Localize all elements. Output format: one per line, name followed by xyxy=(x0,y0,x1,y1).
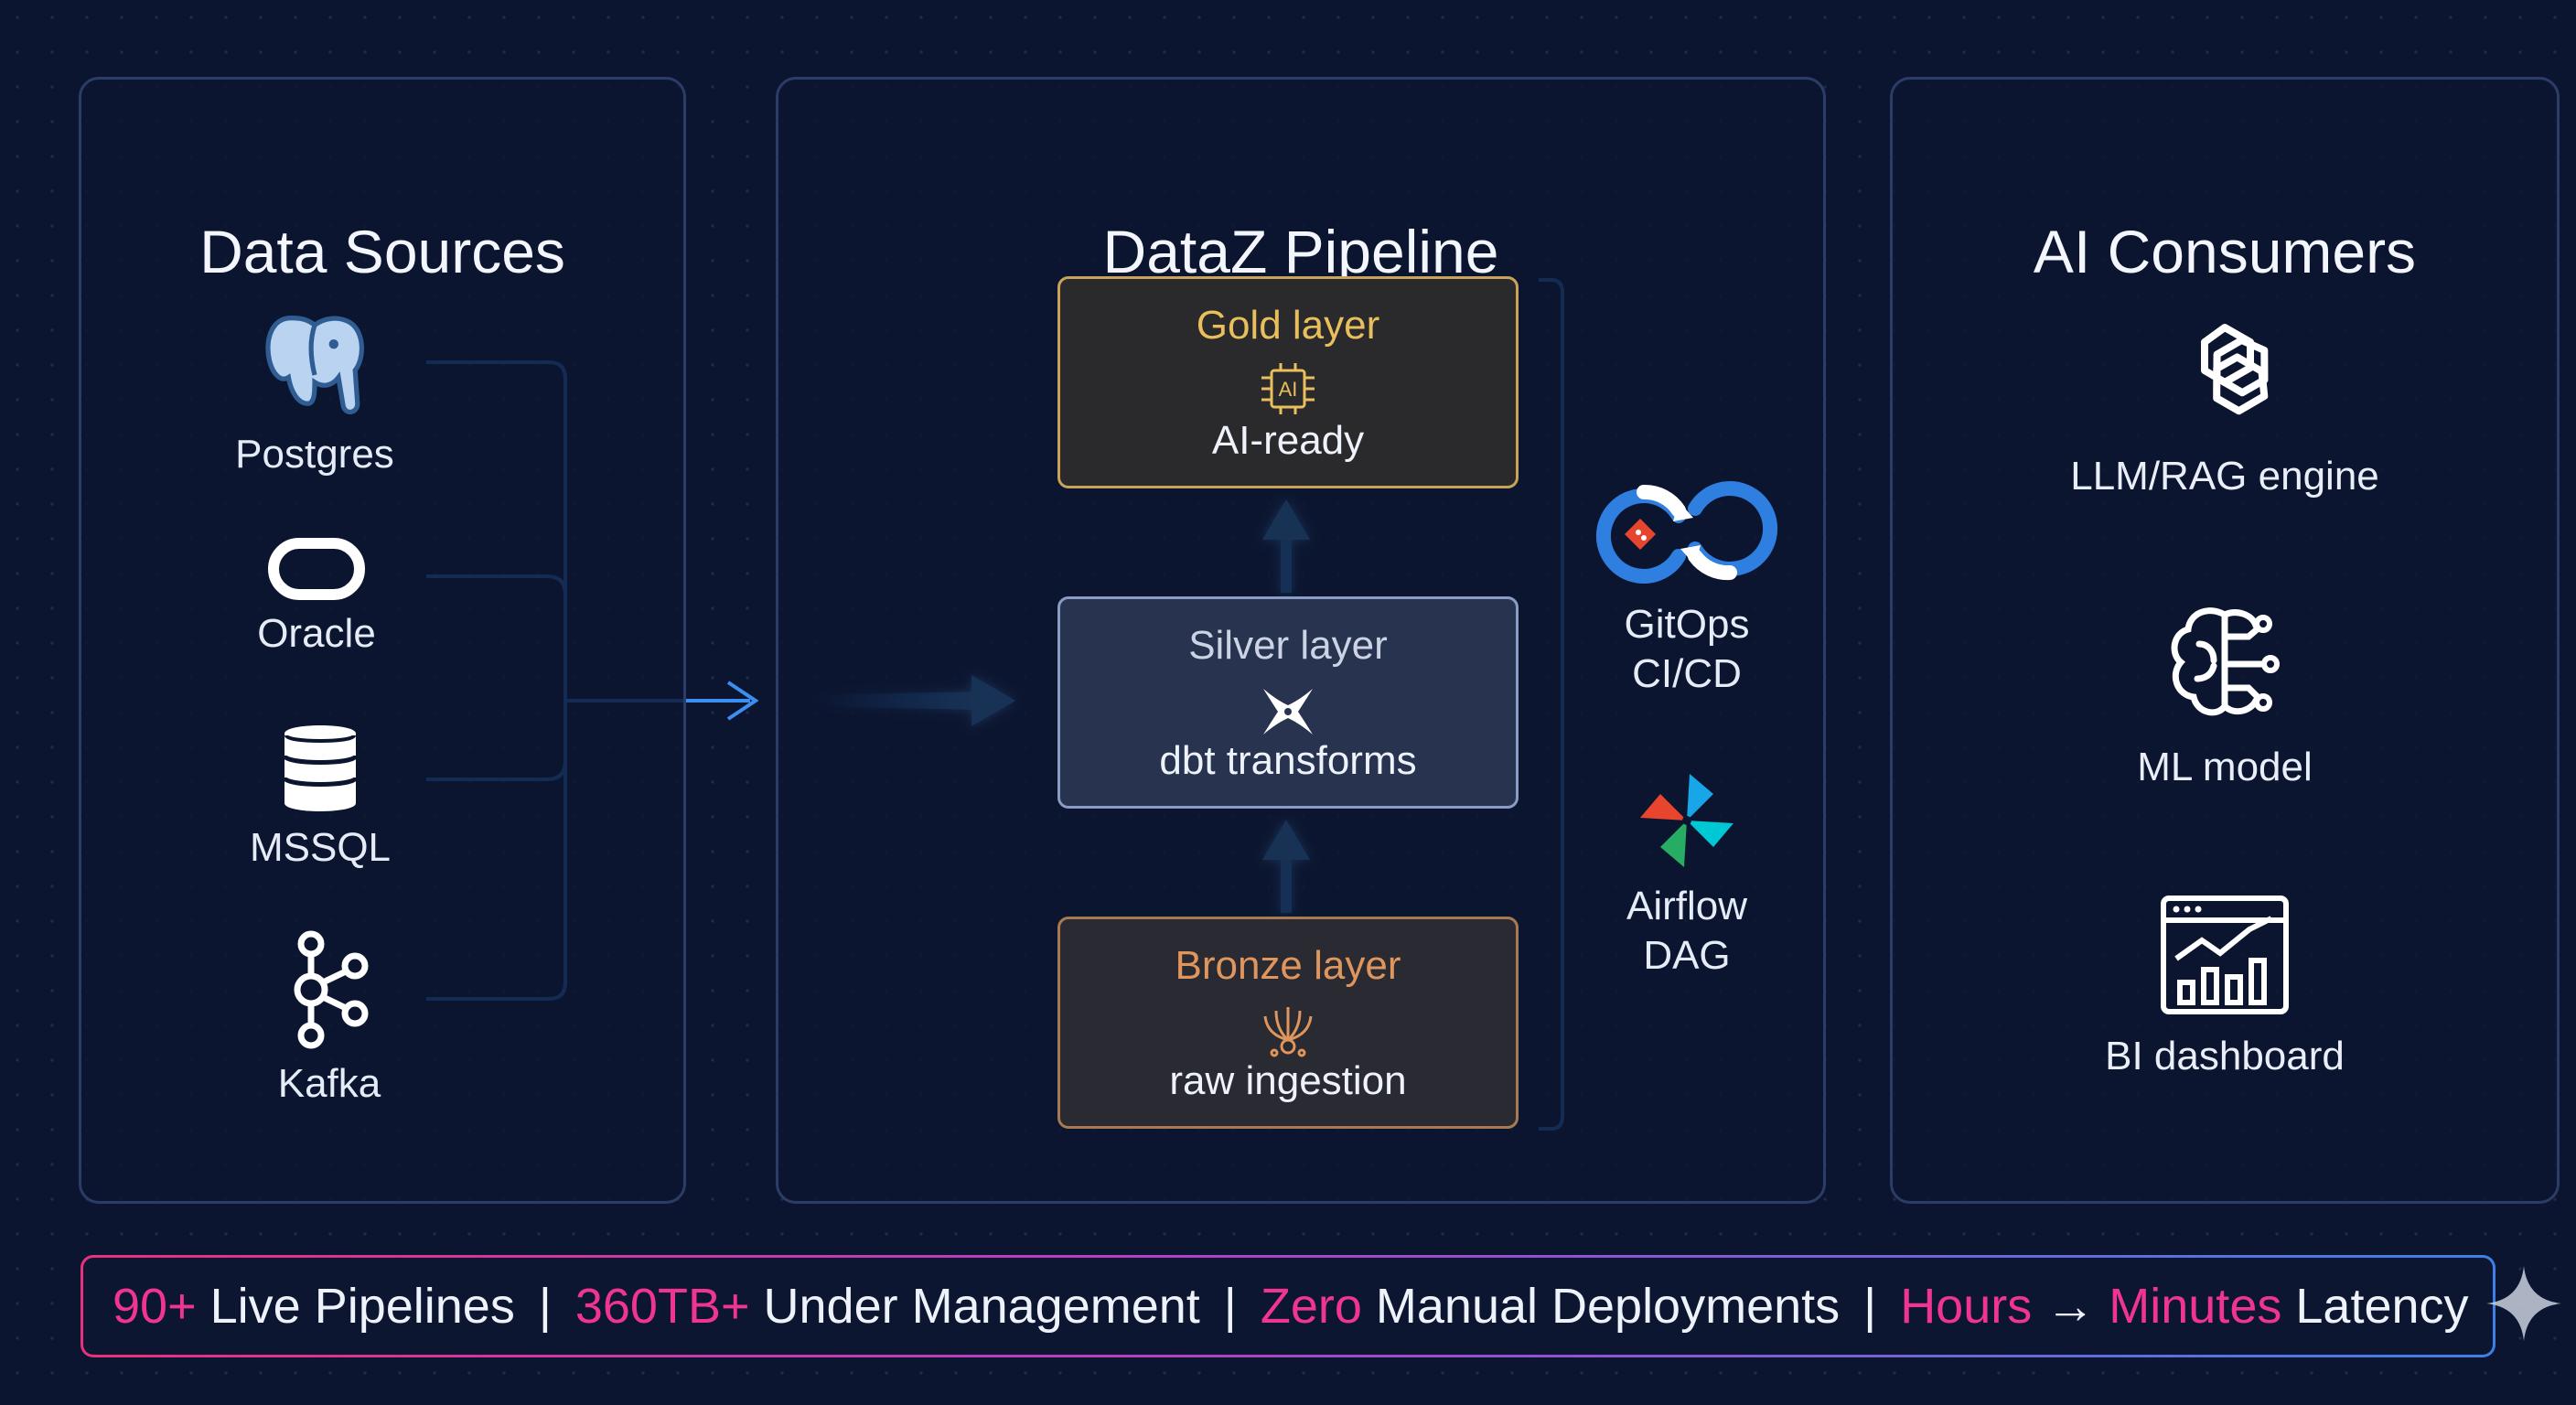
consumer-bi-label: BI dashboard xyxy=(2105,1034,2345,1078)
stat-storage-text: Under Management xyxy=(763,1279,1200,1334)
consumer-ml-label: ML model xyxy=(2137,745,2313,789)
stats-bar-content: 90+ Live Pipelines | 360TB+ Under Manage… xyxy=(83,1258,2493,1355)
source-postgres: Postgres xyxy=(196,304,434,477)
sparkle-icon xyxy=(2486,1266,2561,1341)
silver-layer-subtitle: dbt transforms xyxy=(1159,738,1417,783)
pipeline-title: DataZ Pipeline xyxy=(1102,218,1499,285)
postgres-elephant-icon xyxy=(265,315,364,414)
dbt-logo-icon xyxy=(1263,689,1313,735)
ingestion-funnel-icon xyxy=(1263,1007,1313,1057)
gitops-label-line1: GitOps xyxy=(1624,602,1750,647)
airflow-label-line1: Airflow xyxy=(1626,884,1748,928)
stat-latency-from: Hours xyxy=(1900,1279,2033,1334)
ai-consumers-title: AI Consumers xyxy=(2033,218,2417,285)
stat-latency-arrow: → xyxy=(2045,1279,2096,1334)
gold-layer-subtitle: AI-ready xyxy=(1211,418,1365,463)
ai-consumers-panel: AI Consumers xyxy=(1890,77,2560,1204)
stat-storage-value: 360TB+ xyxy=(574,1279,750,1334)
stat-pipelines-value: 90+ xyxy=(113,1279,197,1334)
ai-chip-icon: AI xyxy=(1261,363,1315,414)
data-sources-title: Data Sources xyxy=(199,218,565,285)
stat-separator: | xyxy=(1863,1279,1877,1334)
merge-arrowhead xyxy=(726,681,759,721)
bronze-layer-card: Bronze layer raw ingestion xyxy=(1057,917,1519,1129)
gitops-label-line2: CI/CD xyxy=(1632,651,1742,696)
openai-knot-icon xyxy=(2201,324,2269,415)
stat-latency-text: Latency xyxy=(2295,1279,2469,1334)
source-mssql: MSSQL xyxy=(201,721,439,871)
consumer-llm-label: LLM/RAG engine xyxy=(2070,454,2379,499)
stat-separator: | xyxy=(1223,1279,1237,1334)
database-stack-icon xyxy=(282,725,359,811)
source-postgres-label: Postgres xyxy=(235,432,394,477)
gitops-cycle-icon xyxy=(1595,481,1778,584)
consumer-ml: ML model xyxy=(1890,600,2560,790)
consumer-bi: BI dashboard xyxy=(1890,893,2560,1079)
gitops-tool: GitOps CI/CD xyxy=(1577,477,1797,699)
stats-bar: 90+ Live Pipelines | 360TB+ Under Manage… xyxy=(80,1255,2496,1357)
source-kafka-label: Kafka xyxy=(277,1061,381,1106)
data-sources-panel: Data Sources xyxy=(79,77,686,1204)
stat-separator: | xyxy=(538,1279,552,1334)
source-oracle-label: Oracle xyxy=(257,611,376,656)
stat-latency-to: Minutes xyxy=(2109,1279,2282,1334)
silver-layer-title: Silver layer xyxy=(1188,623,1388,668)
airflow-pinwheel-icon xyxy=(1640,774,1733,867)
bronze-layer-title: Bronze layer xyxy=(1175,943,1401,988)
source-oracle: Oracle xyxy=(198,536,435,657)
bar-chart-window-icon xyxy=(2161,896,2289,1014)
brain-circuit-icon xyxy=(2171,607,2280,716)
stat-deployments-value: Zero xyxy=(1260,1279,1362,1334)
kafka-nodes-icon xyxy=(294,930,369,1049)
source-mssql-label: MSSQL xyxy=(249,825,392,870)
source-kafka: Kafka xyxy=(210,928,448,1107)
stat-deployments-text: Manual Deployments xyxy=(1375,1279,1841,1334)
gold-layer-card: Gold layer AI AI-ready xyxy=(1057,276,1519,488)
consumer-llm: LLM/RAG engine xyxy=(1890,309,2560,499)
ai-chip-text: AI xyxy=(1279,378,1298,401)
silver-layer-card: Silver layer dbt transforms xyxy=(1057,596,1519,809)
airflow-tool: Airflow DAG xyxy=(1577,770,1797,981)
airflow-label-line2: DAG xyxy=(1643,933,1731,978)
gold-layer-title: Gold layer xyxy=(1196,303,1380,348)
bronze-layer-subtitle: raw ingestion xyxy=(1169,1058,1407,1103)
stat-pipelines-text: Live Pipelines xyxy=(209,1279,515,1334)
oracle-ring-icon xyxy=(268,538,365,600)
